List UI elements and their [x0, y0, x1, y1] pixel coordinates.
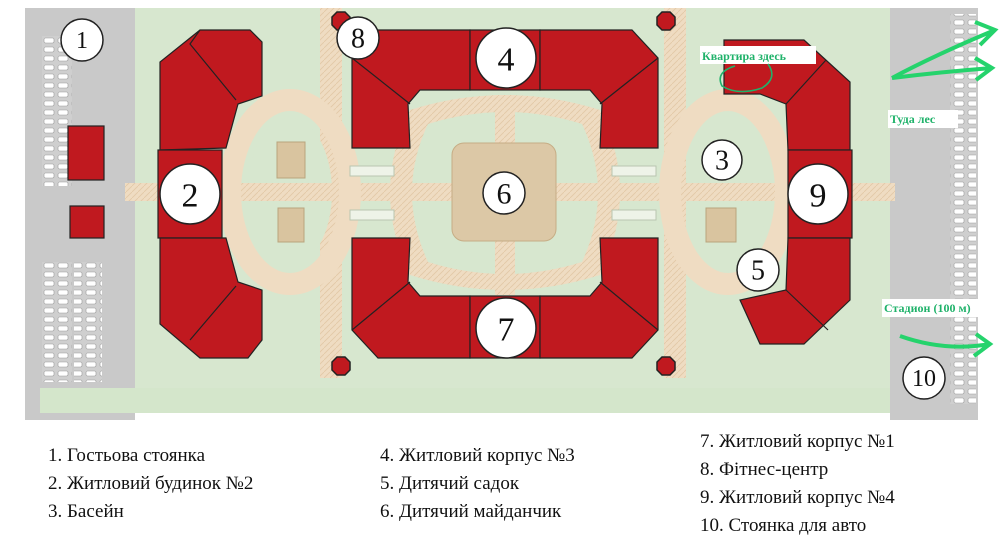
sandbox-left-bottom — [277, 207, 305, 243]
legend-item: 5. Дитячий садок — [380, 473, 520, 494]
marker-8: 8 — [336, 16, 380, 60]
marker-6: 6 — [482, 171, 526, 215]
courtyard-left-path-h — [248, 183, 332, 201]
svg-text:6: 6 — [497, 178, 512, 211]
svg-text:8: 8 — [351, 24, 365, 55]
legend-column-2: 4. Житловий корпус №3 5. Дитячий садок 6… — [380, 442, 575, 526]
bench-1 — [349, 165, 395, 177]
building-4 — [723, 39, 853, 345]
marker-7: 7 — [475, 297, 537, 359]
legend-column-1: 1. Гостьова стоянка 2. Житловий будинок … — [48, 442, 253, 526]
legend-item: 9. Житловий корпус №4 — [700, 487, 895, 508]
octagon-icon — [656, 11, 676, 31]
legend-item: 10. Стоянка для авто — [700, 515, 867, 536]
legend-item: 1. Гостьова стоянка — [48, 445, 206, 466]
bench-3 — [611, 165, 657, 177]
legend-item: 8. Фітнес-центр — [700, 459, 829, 480]
stadium-annotation: Стадион (100 м) — [882, 299, 998, 358]
octagon-icon — [331, 356, 351, 376]
svg-text:3: 3 — [715, 146, 729, 177]
octagon-icon — [656, 356, 676, 376]
svg-text:Квартира здесь: Квартира здесь — [702, 49, 787, 63]
svg-text:7: 7 — [498, 312, 515, 349]
svg-text:5: 5 — [751, 256, 765, 287]
svg-text:4: 4 — [498, 42, 515, 79]
marker-2: 2 — [159, 163, 221, 225]
courtyard-left-path — [219, 89, 361, 295]
site-plan: 1 2 3 4 5 6 7 8 9 10 Квартира здесь — [25, 8, 999, 420]
legend-item: 4. Житловий корпус №3 — [380, 445, 575, 466]
parking-spaces-left-bottom — [42, 262, 72, 382]
legend-item: 2. Житловий будинок №2 — [48, 473, 254, 494]
sandbox-left-top — [276, 141, 306, 179]
bench-4 — [611, 209, 657, 221]
parking-spaces-left-top — [42, 36, 72, 186]
courtyard-right-path-h — [686, 183, 770, 201]
lawn-lower-strip — [40, 388, 890, 413]
parking-spaces-left-bottom-2 — [74, 262, 102, 382]
marker-4: 4 — [475, 27, 537, 89]
marker-3: 3 — [701, 139, 743, 181]
svg-text:2: 2 — [182, 178, 199, 215]
bench-2 — [349, 209, 395, 221]
pool-building — [705, 207, 737, 243]
svg-text:10: 10 — [912, 366, 936, 392]
svg-text:9: 9 — [810, 178, 827, 215]
svg-text:Стадион (100 м): Стадион (100 м) — [884, 301, 971, 315]
forest-annotation: Туда лес — [888, 20, 999, 128]
arrow-icon — [891, 20, 999, 80]
svg-text:Туда лес: Туда лес — [890, 112, 936, 126]
scribble-circle-icon — [719, 63, 773, 93]
marker-9: 9 — [787, 163, 849, 225]
legend-item: 6. Дитячий майданчик — [380, 501, 562, 522]
legend-item: 7. Житловий корпус №1 — [700, 431, 895, 452]
svg-text:1: 1 — [76, 28, 88, 54]
arrow-icon — [891, 56, 996, 82]
marker-5: 5 — [736, 248, 780, 292]
marker-1: 1 — [60, 18, 104, 62]
arrow-icon — [899, 332, 994, 358]
legend-column-3: 7. Житловий корпус №1 8. Фітнес-центр 9.… — [700, 428, 895, 540]
apartment-annotation: Квартира здесь — [700, 46, 816, 93]
guest-parking-building-2 — [69, 205, 105, 239]
legend-item: 3. Басейн — [48, 501, 124, 522]
marker-10: 10 — [902, 356, 946, 400]
parking-spaces-right — [950, 14, 976, 404]
courtyard-right-path — [659, 89, 797, 295]
guest-parking-building-1 — [67, 125, 105, 181]
